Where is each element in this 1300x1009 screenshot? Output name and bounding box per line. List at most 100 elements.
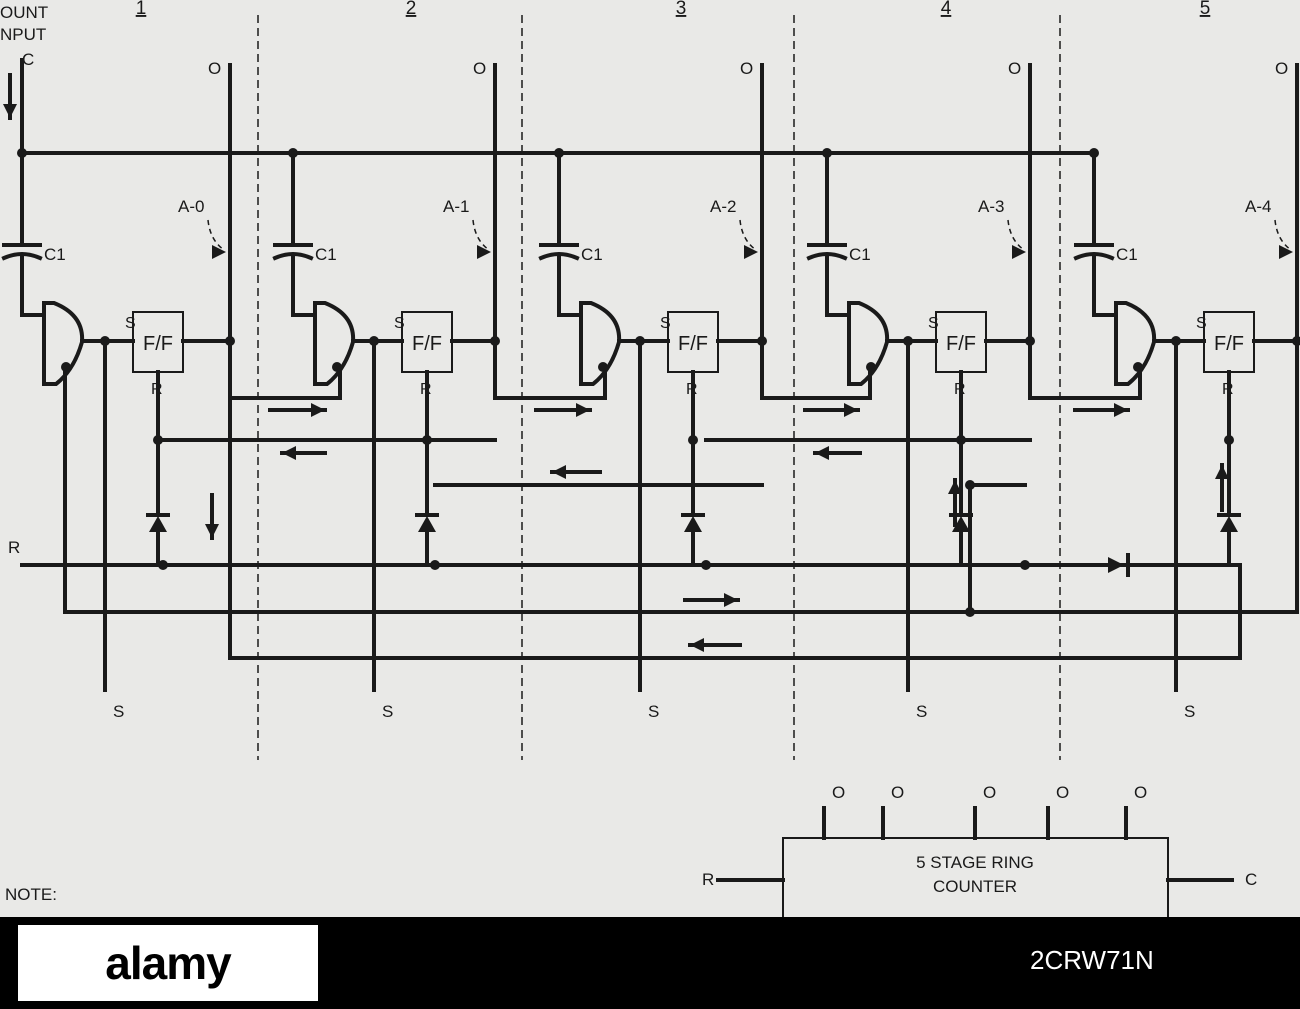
output-label: O [473, 59, 486, 78]
or-gate [1114, 301, 1157, 386]
junction-dot [822, 148, 832, 158]
ff-r-label: R [686, 381, 698, 398]
note-title: NOTE: [5, 885, 57, 904]
ring-counter-block [782, 837, 1169, 917]
stage-number: 1 [136, 0, 147, 19]
stage-number: 5 [1200, 0, 1211, 19]
ff-r-label: R [954, 381, 966, 398]
cap-plate-curved [806, 252, 848, 261]
block-output-label: O [1056, 783, 1069, 802]
flow-arrow-head [724, 593, 738, 607]
cap-label: C1 [44, 245, 66, 264]
flow-arrow-head [1215, 465, 1229, 479]
ff-s-label: S [928, 315, 939, 332]
flip-flop-box [132, 311, 184, 373]
junction-dot [903, 336, 913, 346]
ff-r-label: R [420, 381, 432, 398]
block-output-label: O [832, 783, 845, 802]
flow-arrow-head [690, 638, 704, 652]
junction-dot [866, 362, 876, 372]
and-label: A-3 [978, 197, 1004, 216]
and-pointer [472, 219, 490, 251]
junction-dot [1224, 435, 1234, 445]
junction-dot [757, 336, 767, 346]
flow-arrow-head [205, 524, 219, 538]
junction-dot [1292, 336, 1300, 346]
and-pointer [739, 219, 757, 251]
set-label: S [916, 702, 927, 721]
output-label: O [1275, 59, 1288, 78]
cap-plate-curved [1, 252, 43, 261]
flow-arrow-head [1114, 403, 1128, 417]
flip-flop-box [1203, 311, 1255, 373]
cap-label: C1 [581, 245, 603, 264]
and-label: A-0 [178, 197, 204, 216]
cap-label: C1 [1116, 245, 1138, 264]
footer-bar: alamy 2CRW71N [0, 917, 1300, 1009]
and-label: A-1 [443, 197, 469, 216]
output-label: O [208, 59, 221, 78]
block-output-label: O [891, 783, 904, 802]
diode-icon [1220, 516, 1238, 532]
block-output-label: O [983, 783, 996, 802]
flow-arrow-head [311, 403, 325, 417]
junction-dot [369, 336, 379, 346]
cap-plate-curved [272, 252, 314, 261]
and-pointer [1274, 219, 1292, 251]
flip-flop-box [935, 311, 987, 373]
cap-label: C1 [849, 245, 871, 264]
junction-dot [1171, 336, 1181, 346]
flip-flop-box [401, 311, 453, 373]
junction-dot [225, 336, 235, 346]
stage-number: 2 [406, 0, 417, 19]
set-label: S [648, 702, 659, 721]
ff-s-label: S [660, 315, 671, 332]
ff-s-label: S [394, 315, 405, 332]
diode-icon [1108, 557, 1124, 573]
junction-dot [422, 435, 432, 445]
alamy-logo[interactable]: alamy [18, 925, 318, 1001]
junction-dot [61, 362, 71, 372]
junction-dot [490, 336, 500, 346]
block-output-label: O [1134, 783, 1147, 802]
and-pointer-head [1012, 245, 1026, 259]
stage-number: 4 [941, 0, 952, 19]
flip-flop-label: F/F [1214, 333, 1244, 355]
junction-dot [965, 480, 975, 490]
or-gate [313, 301, 356, 386]
and-pointer-head [212, 245, 226, 259]
junction-dot [100, 336, 110, 346]
ff-s-label: S [125, 315, 136, 332]
cap-plate-curved [1073, 252, 1115, 261]
set-label: S [113, 702, 124, 721]
flip-flop-label: F/F [143, 333, 173, 355]
block-c-label: C [1245, 870, 1257, 889]
set-label: S [1184, 702, 1195, 721]
junction-dot [956, 435, 966, 445]
output-label: O [1008, 59, 1021, 78]
block-r-label: R [702, 870, 714, 889]
junction-dot [598, 362, 608, 372]
flow-arrow-head [552, 465, 566, 479]
junction-dot [1089, 148, 1099, 158]
cap-plate-curved [538, 252, 580, 261]
count-input-label: OUNT [0, 3, 48, 22]
junction-dot [701, 560, 711, 570]
flow-arrow-head [948, 480, 962, 494]
junction-dot [1020, 560, 1030, 570]
ff-s-label: S [1196, 315, 1207, 332]
block-title: 5 STAGE RING [916, 853, 1034, 872]
count-input-label: NPUT [0, 25, 46, 44]
flow-arrow-head [844, 403, 858, 417]
flip-flop-label: F/F [678, 333, 708, 355]
ff-r-label: R [1222, 381, 1234, 398]
diode-icon [952, 516, 970, 532]
stage-number: 3 [676, 0, 687, 19]
junction-dot [430, 560, 440, 570]
junction-dot [635, 336, 645, 346]
and-label: A-2 [710, 197, 736, 216]
or-gate [579, 301, 622, 386]
flip-flop-label: F/F [412, 333, 442, 355]
block-title: COUNTER [933, 877, 1017, 896]
flow-arrow-head [3, 104, 17, 118]
